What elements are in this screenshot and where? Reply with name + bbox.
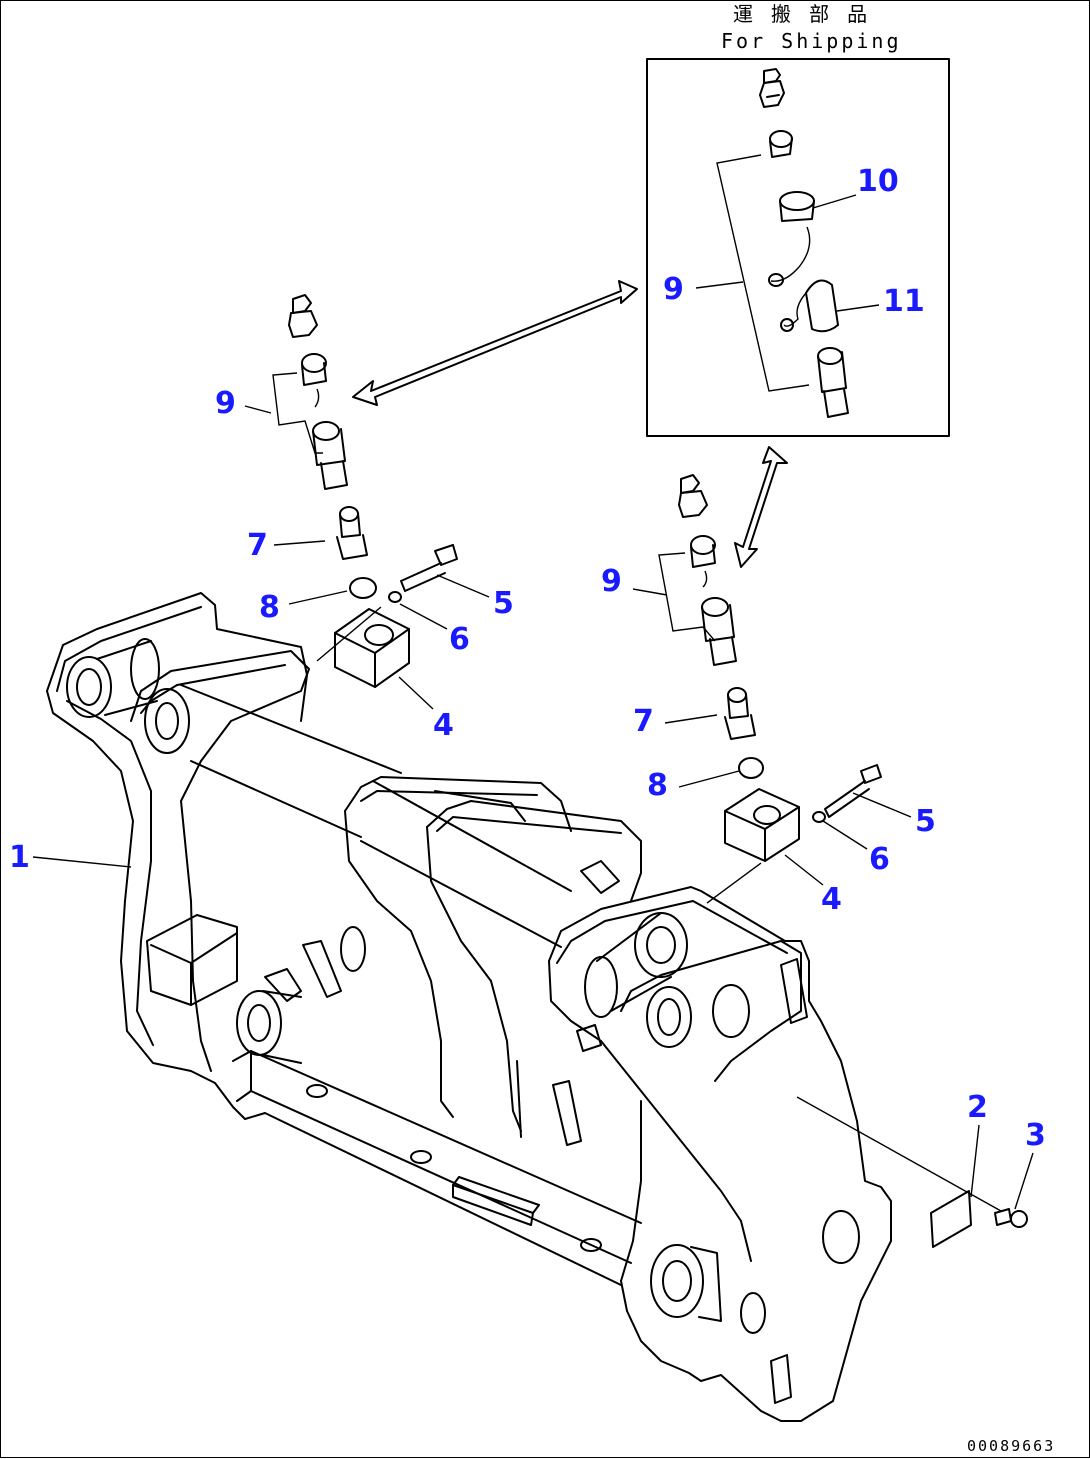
leader-8-left [288,590,348,605]
callout-9-left: 9 [215,386,236,421]
leader-9-right [632,588,668,596]
assembly-line-right [706,862,762,904]
callout-2: 2 [967,1090,988,1125]
callout-9-right: 9 [601,564,622,599]
leader-6-left [399,603,448,630]
callout-8-right: 8 [647,768,668,803]
callout-10: 10 [857,164,899,199]
leader-1 [32,856,132,868]
inset-title-en: For Shipping [721,29,902,53]
leader-4-right [784,854,824,886]
leader-7-right [664,714,718,724]
leader-5-left [436,574,490,598]
left-fitting-stack [272,294,458,688]
leader-8-right [678,770,740,788]
leader-7-left [273,540,326,546]
assembly-line-plate [796,1096,1002,1212]
callout-1: 1 [9,840,30,875]
leader-9-left [244,405,272,414]
drawing-code: 00089663 [967,1437,1055,1455]
callout-6-right: 6 [869,842,890,877]
leader-2 [970,1124,980,1198]
callout-8-left: 8 [259,590,280,625]
callout-7-right: 7 [633,704,654,739]
callout-6-left: 6 [449,622,470,657]
leader-3 [1014,1152,1034,1210]
callout-4-left: 4 [433,708,454,743]
leader-6-right [822,820,868,850]
callout-5-left: 5 [493,586,514,621]
inset-title-jp: 運 搬 部 品 [733,2,870,26]
double-arrow-upper [352,280,638,406]
loader-frame [46,592,892,1422]
callout-4-right: 4 [821,882,842,917]
leader-10 [812,194,857,209]
double-arrow-lower [734,446,788,568]
callout-5-right: 5 [915,804,936,839]
plate-bolt [994,1208,1028,1228]
right-fitting-stack [658,474,882,862]
name-plate [930,1190,972,1248]
callout-7-left: 7 [247,528,268,563]
leader-11 [836,304,880,312]
callout-11: 11 [883,284,925,319]
assembly-line-left [316,606,382,662]
for-shipping-inset-frame [646,58,950,437]
inset-grease-fitting-stack [716,68,849,418]
callout-3: 3 [1025,1118,1046,1153]
callout-9-inset: 9 [663,272,684,307]
leader-4-left [398,676,434,710]
leader-5-right [852,792,912,818]
leader-9-inset [695,281,744,289]
